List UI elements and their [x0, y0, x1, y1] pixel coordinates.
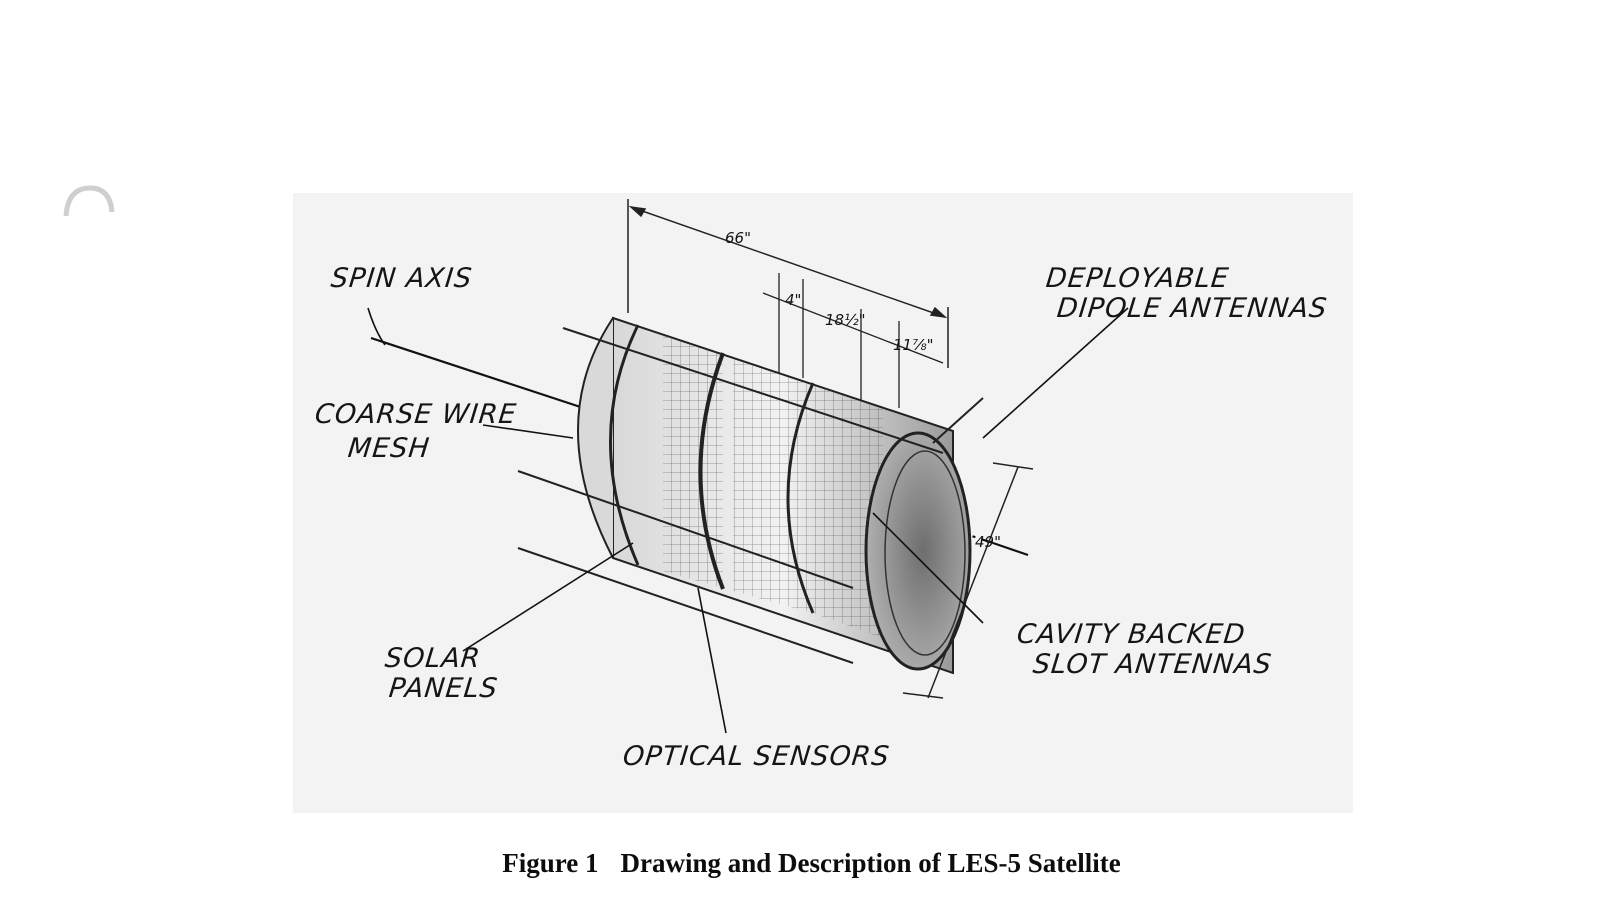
- dimension-label-4: 4": [785, 291, 802, 309]
- label-cavity-backed-line2: SLOT ANTENNAS: [1031, 649, 1274, 680]
- label-coarse-wire-mesh-line1: COARSE WIRE: [313, 399, 519, 430]
- figure-number: Figure 1: [502, 848, 599, 878]
- label-deployable-dipole-line2: DIPOLE ANTENNAS: [1055, 293, 1329, 324]
- dimension-label-11-875: 11⅞": [893, 336, 934, 354]
- satellite-drawing: SPIN AXIS COARSE WIRE MESH SOLAR PANELS …: [293, 193, 1353, 813]
- dimension-line-49: [902, 462, 1034, 699]
- punch-hole-mark: [63, 185, 115, 217]
- satellite-line-art: [367, 199, 1129, 734]
- label-coarse-wire-mesh-line2: MESH: [346, 433, 432, 464]
- label-deployable-dipole-line1: DEPLOYABLE: [1044, 263, 1231, 294]
- dimension-line-66: [627, 199, 949, 368]
- label-spin-axis: SPIN AXIS: [329, 263, 474, 294]
- dimension-label-66: 66": [725, 229, 751, 247]
- dimension-segments: [762, 273, 944, 408]
- label-solar-panels-line1: SOLAR: [383, 643, 483, 674]
- leader-lines: [367, 307, 1129, 734]
- dimension-label-18-5: 18½": [825, 311, 866, 329]
- satellite-body: [517, 316, 984, 675]
- label-cavity-backed-line1: CAVITY BACKED: [1015, 619, 1248, 650]
- figure-caption-text: Drawing and Description of LES-5 Satelli…: [620, 848, 1121, 878]
- label-solar-panels-line2: PANELS: [387, 673, 500, 704]
- label-optical-sensors: OPTICAL SENSORS: [621, 741, 892, 772]
- figure-caption: Figure 1 Drawing and Description of LES-5…: [0, 848, 1623, 879]
- dimension-label-49: 49": [975, 533, 1001, 551]
